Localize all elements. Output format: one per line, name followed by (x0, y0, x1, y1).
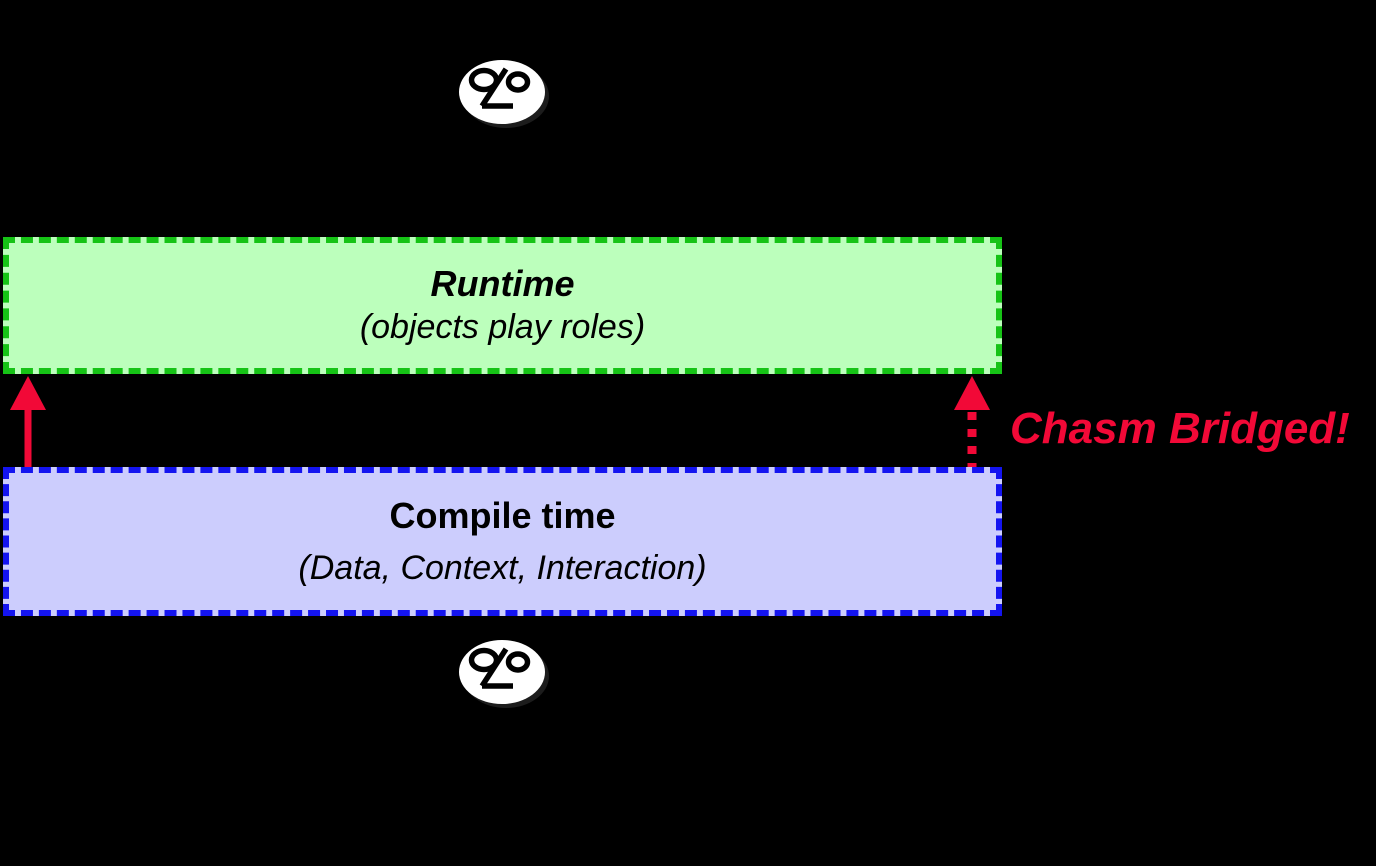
right-dotted-up-arrow (952, 376, 992, 476)
runtime-subtitle: (objects play roles) (359, 308, 646, 347)
compile-time-subtitle: (Data, Context, Interaction) (298, 548, 707, 587)
runtime-title: Runtime (430, 263, 575, 305)
actor-top-ellipse (459, 60, 545, 124)
actor-bottom-ellipse (459, 640, 545, 704)
compile-time-layer-box: Compile time (Data, Context, Interaction… (3, 467, 1002, 616)
left-solid-up-arrow (8, 376, 48, 476)
person-face-ellipse-icon (465, 645, 539, 699)
person-face-ellipse-icon (465, 65, 539, 119)
compile-time-title: Compile time (389, 494, 616, 536)
chasm-bridged-label: Chasm Bridged! (1010, 404, 1350, 453)
runtime-layer-box: Runtime (objects play roles) (3, 237, 1002, 374)
